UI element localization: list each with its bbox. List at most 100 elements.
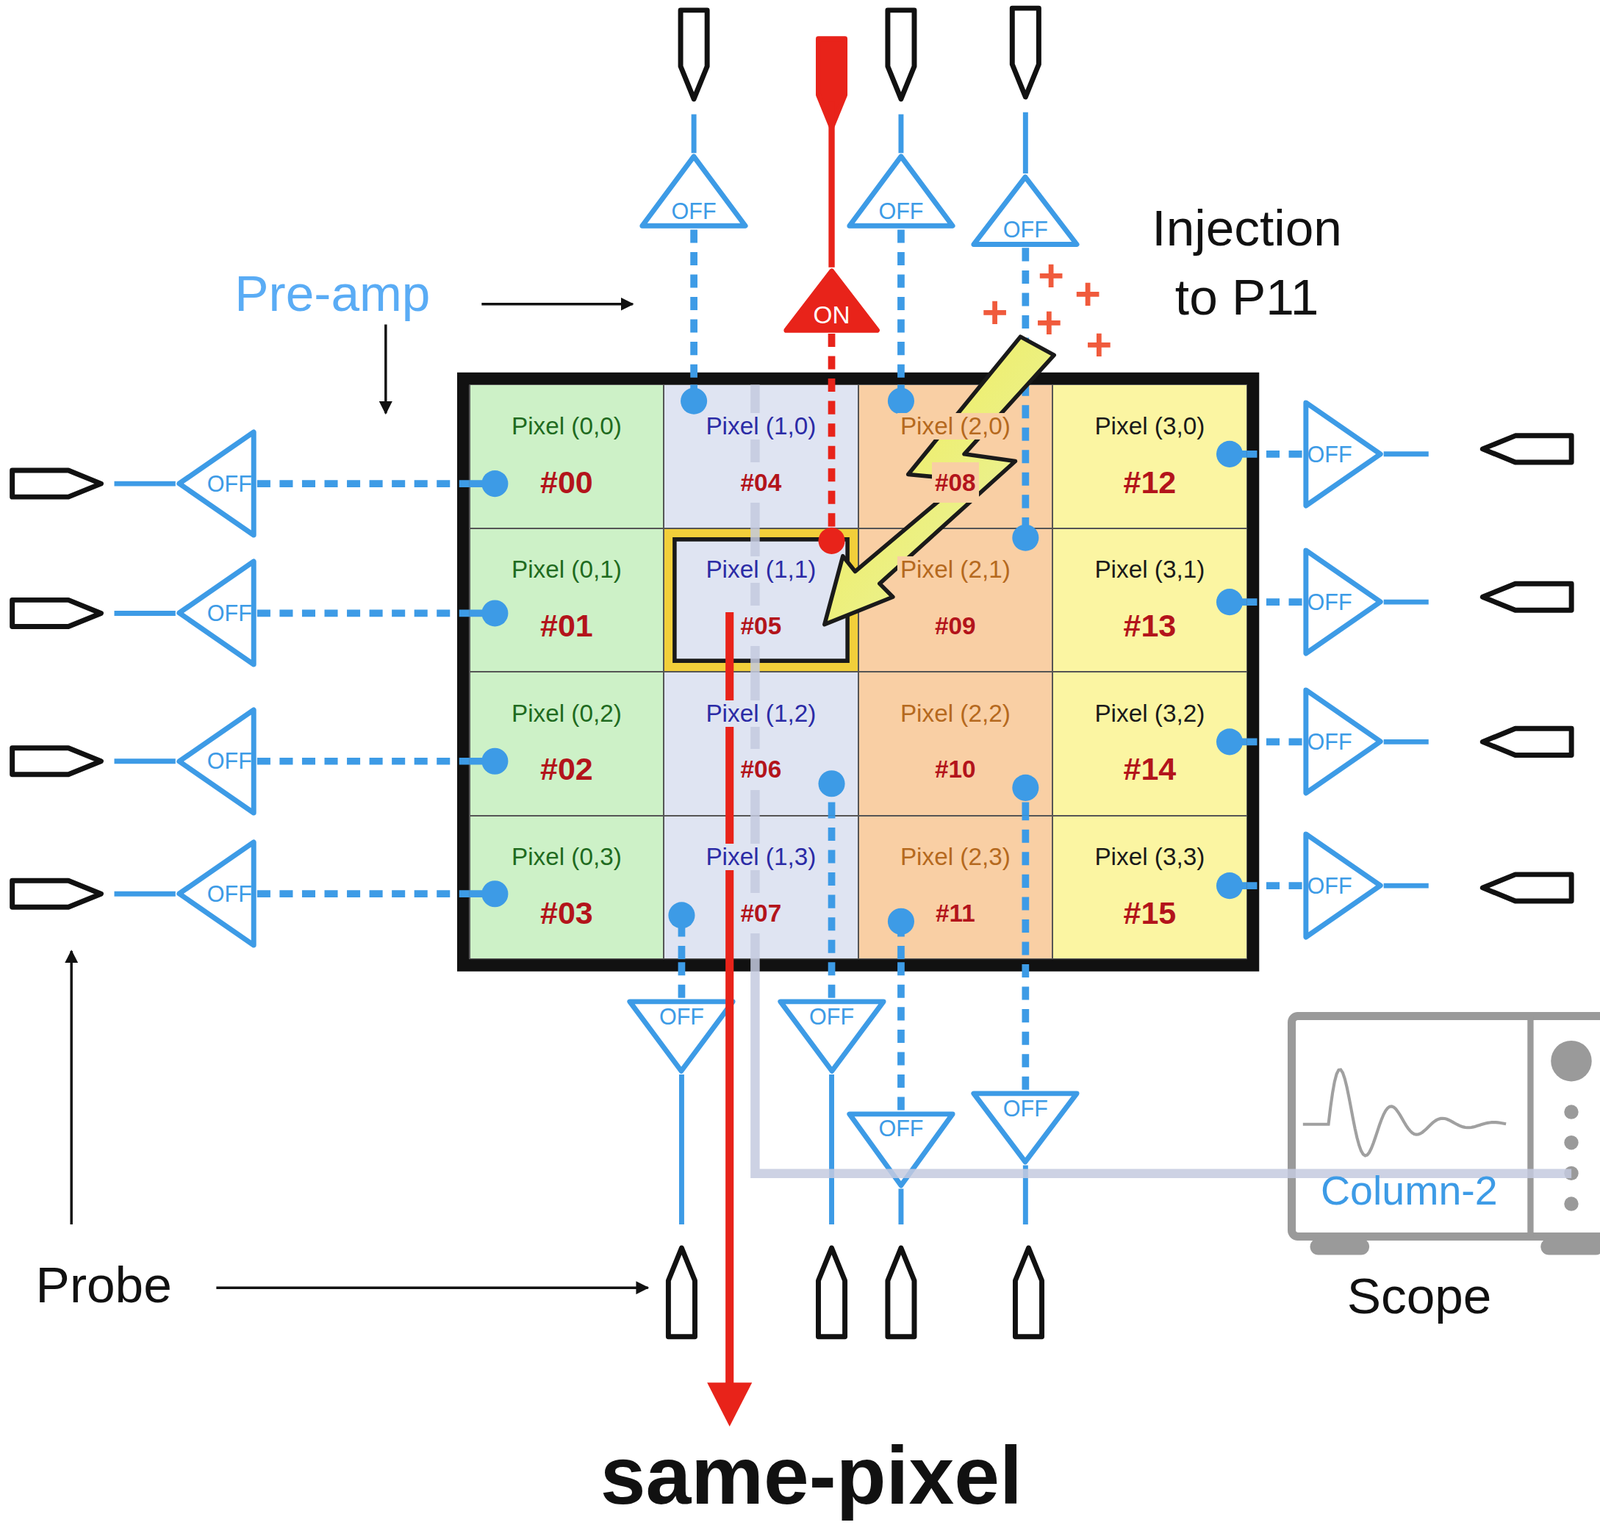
scope-channel: Column-2 — [1287, 1165, 1531, 1217]
scope-box: Column-2Scope — [1287, 1012, 1600, 1319]
readout-line — [828, 815, 836, 999]
pixel-number: #03 — [537, 892, 597, 935]
probe-tip — [1482, 728, 1572, 755]
preamp-triangle: OFF — [1302, 546, 1384, 658]
pixel-contact-dot — [887, 388, 915, 415]
pixel-contact-dot — [1216, 588, 1243, 616]
pixel-number: #00 — [537, 462, 597, 504]
pixel-contact-dot — [1012, 774, 1039, 802]
pixel-number: #14 — [1120, 748, 1179, 791]
amp-state-off: OFF — [1307, 874, 1353, 898]
amp-state-off: OFF — [878, 199, 924, 223]
readout-line — [690, 229, 698, 385]
preamp-triangle: OFF — [175, 557, 258, 669]
pixel-contact-dot — [668, 901, 695, 929]
probe-tip — [1014, 1247, 1042, 1337]
signal-wire — [679, 1074, 685, 1225]
scope-foot — [1310, 1239, 1370, 1256]
probe-tip — [12, 470, 102, 497]
injection-bolt — [824, 336, 1054, 625]
pixel-coordinate: Pixel (1,3) — [702, 843, 819, 871]
probe-tip — [1482, 435, 1572, 463]
amplifier-symbol — [1305, 834, 1380, 938]
pixel-number: #12 — [1120, 462, 1179, 504]
preamp-triangle: OFF — [1302, 686, 1384, 797]
probe-tip — [12, 748, 102, 775]
signal-wire — [828, 102, 835, 268]
readout-line — [828, 333, 836, 529]
readout-line — [257, 757, 470, 766]
amp-state-off: OFF — [207, 749, 253, 773]
readout-line — [1247, 881, 1303, 890]
signal-wire — [1383, 739, 1429, 745]
preamp-triangle: ON — [782, 267, 881, 334]
amplifier-symbol — [973, 177, 1077, 245]
preamp-triangle: OFF — [175, 428, 258, 539]
preamp-triangle: OFF — [175, 706, 258, 817]
probe-tip — [668, 1247, 695, 1337]
leader-arrow — [384, 324, 387, 414]
amp-state-off: OFF — [207, 601, 253, 625]
preamp-triangle: OFF — [1302, 399, 1384, 510]
pixel-contact-dot — [680, 388, 708, 415]
signal-wire — [114, 610, 176, 616]
readout-line — [1247, 450, 1303, 458]
amp-state-off: OFF — [1307, 730, 1353, 754]
amp-state-off: OFF — [878, 1117, 924, 1140]
amplifier-symbol — [629, 1001, 733, 1071]
amplifier-symbol — [849, 156, 953, 226]
amplifier-symbol — [179, 561, 254, 665]
amp-state-off: OFF — [1307, 590, 1353, 614]
amp-state-off: OFF — [1003, 1097, 1049, 1121]
amp-state-off: OFF — [1307, 443, 1353, 466]
amp-state-off: OFF — [207, 472, 253, 496]
scope-caption: Scope — [1347, 1270, 1600, 1322]
amplifier-symbol — [179, 709, 254, 813]
pixel-number: #01 — [537, 605, 597, 647]
pixel-contact-dot — [1216, 872, 1243, 899]
probe-tip — [12, 599, 102, 627]
probe-tip — [12, 880, 102, 907]
preamp-triangle: OFF — [776, 998, 888, 1075]
pixel-number: #04 — [737, 462, 785, 504]
preamp-triangle: OFF — [626, 998, 737, 1075]
scope-knob — [1550, 1040, 1592, 1082]
pixel-number: #08 — [931, 462, 979, 504]
pixel-cell: Pixel (0,0)#00 — [469, 384, 664, 528]
signal-wire — [898, 1188, 904, 1225]
pixel-coordinate: Pixel (1,0) — [702, 413, 819, 440]
amp-state-off: OFF — [671, 199, 717, 223]
sensor-frame — [463, 378, 1254, 965]
amp-state-off: OFF — [809, 1005, 855, 1029]
pixel-contact-dot — [818, 770, 845, 797]
callout-label: Probe — [36, 1256, 172, 1315]
pixel-contact-dot — [1012, 524, 1039, 552]
signal-wire — [114, 891, 176, 897]
pixel-number: #02 — [537, 748, 597, 791]
preamp-triangle: OFF — [175, 838, 258, 949]
readout-line — [897, 229, 905, 385]
charge-sign: + — [981, 286, 1009, 339]
pixel-contact-dot — [1216, 440, 1243, 468]
signal-wire — [691, 114, 697, 154]
pixel-contact-dot — [887, 908, 915, 935]
pixel-coordinate: Pixel (1,1) — [702, 556, 819, 583]
signal-wire — [1383, 883, 1429, 889]
amplifier-symbol — [1305, 402, 1380, 506]
scope-panel-divider — [1527, 1016, 1534, 1237]
preamp-triangle: OFF — [1302, 830, 1384, 941]
readout-line — [678, 959, 686, 999]
signal-wire — [829, 1074, 835, 1225]
pixel-coordinate: Pixel (2,0) — [897, 413, 1014, 440]
readout-line — [1247, 738, 1303, 746]
probe-tip — [1482, 874, 1572, 902]
waveform — [1303, 1070, 1506, 1157]
amplifier-symbol — [642, 156, 746, 226]
pixel-number: #15 — [1120, 892, 1179, 935]
pixel-contact-dot — [481, 880, 508, 907]
amplifier-symbol — [779, 1001, 883, 1071]
probe-tip — [1012, 8, 1039, 98]
pixel-coordinate: Pixel (3,2) — [1091, 700, 1208, 727]
preamp-triangle: OFF — [970, 1089, 1081, 1166]
signal-wire — [1383, 451, 1429, 457]
